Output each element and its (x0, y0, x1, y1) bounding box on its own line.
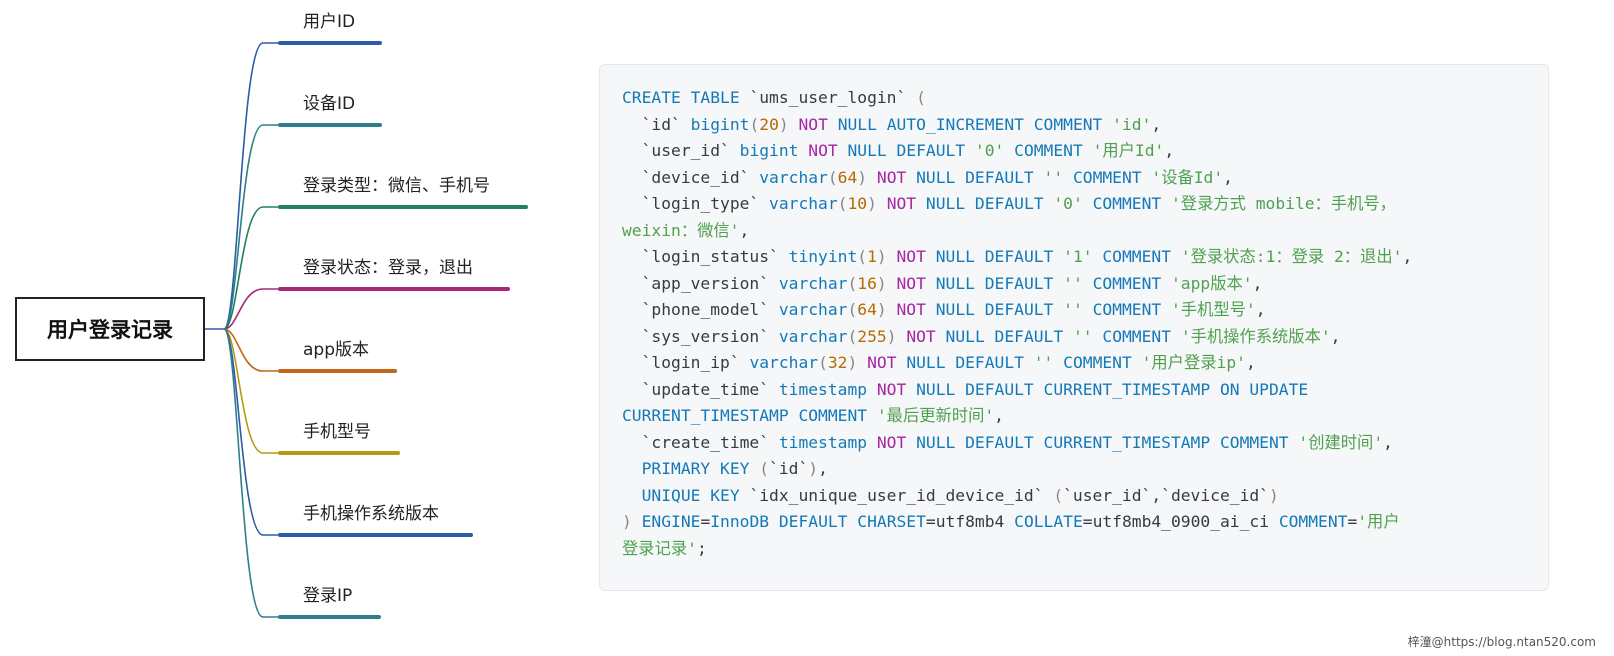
branch-label: 登录类型：微信、手机号 (303, 176, 490, 196)
code-line: 登录记录'; (622, 538, 707, 558)
code-line: `device_id` varchar(64) NOT NULL DEFAULT… (622, 167, 1233, 187)
branch-connector (223, 328, 280, 618)
branch-connector (223, 328, 280, 454)
branch-connector (223, 124, 280, 330)
code-line: `update_time` timestamp NOT NULL DEFAULT… (622, 379, 1309, 399)
code-line: ) ENGINE=InnoDB DEFAULT CHARSET=utf8mb4 … (622, 512, 1400, 531)
branch-connector (223, 206, 280, 330)
branch-connector (223, 288, 280, 330)
code-line: `id` bigint(20) NOT NULL AUTO_INCREMENT … (622, 114, 1162, 134)
code-line: `app_version` varchar(16) NOT NULL DEFAU… (622, 273, 1263, 293)
sql-create-table-code: CREATE TABLE `ums_user_login` ( `id` big… (622, 85, 1412, 562)
code-line: UNIQUE KEY `idx_unique_user_id_device_id… (622, 485, 1279, 505)
code-line: `sys_version` varchar(255) NOT NULL DEFA… (622, 326, 1341, 346)
code-line: `login_type` varchar(10) NOT NULL DEFAUL… (622, 194, 1396, 213)
sql-code-panel: CREATE TABLE `ums_user_login` ( `id` big… (599, 64, 1549, 591)
branch-label: 手机操作系统版本 (303, 504, 439, 524)
branch-label: 设备ID (303, 94, 356, 114)
code-line: PRIMARY KEY (`id`), (622, 459, 828, 478)
branch-label: 登录IP (303, 586, 353, 606)
code-line: `user_id` bigint NOT NULL DEFAULT '0' CO… (622, 141, 1175, 160)
mindmap-connectors (205, 41, 528, 619)
code-line: `phone_model` varchar(64) NOT NULL DEFAU… (622, 300, 1266, 319)
branch-label: 登录状态：登录，退出 (303, 258, 473, 278)
code-line: CREATE TABLE `ums_user_login` ( (622, 88, 926, 107)
watermark: 梓潼@https://blog.ntan520.com (1407, 635, 1596, 649)
mindmap-root-node: 用户登录记录 (15, 297, 205, 361)
code-line: CURRENT_TIMESTAMP COMMENT '最后更新时间', (622, 406, 1004, 425)
code-line: `login_ip` varchar(32) NOT NULL DEFAULT … (622, 353, 1256, 372)
branch-connector (223, 328, 280, 372)
code-line: `create_time` timestamp NOT NULL DEFAULT… (622, 432, 1393, 452)
branch-label: 手机型号 (303, 422, 371, 442)
branch-connector (223, 328, 280, 536)
code-line: weixin：微信', (622, 220, 750, 240)
code-line: `login_status` tinyint(1) NOT NULL DEFAU… (622, 247, 1413, 266)
branch-connector (223, 42, 280, 330)
branch-label: 用户ID (303, 12, 356, 32)
branch-label: app版本 (303, 340, 369, 360)
